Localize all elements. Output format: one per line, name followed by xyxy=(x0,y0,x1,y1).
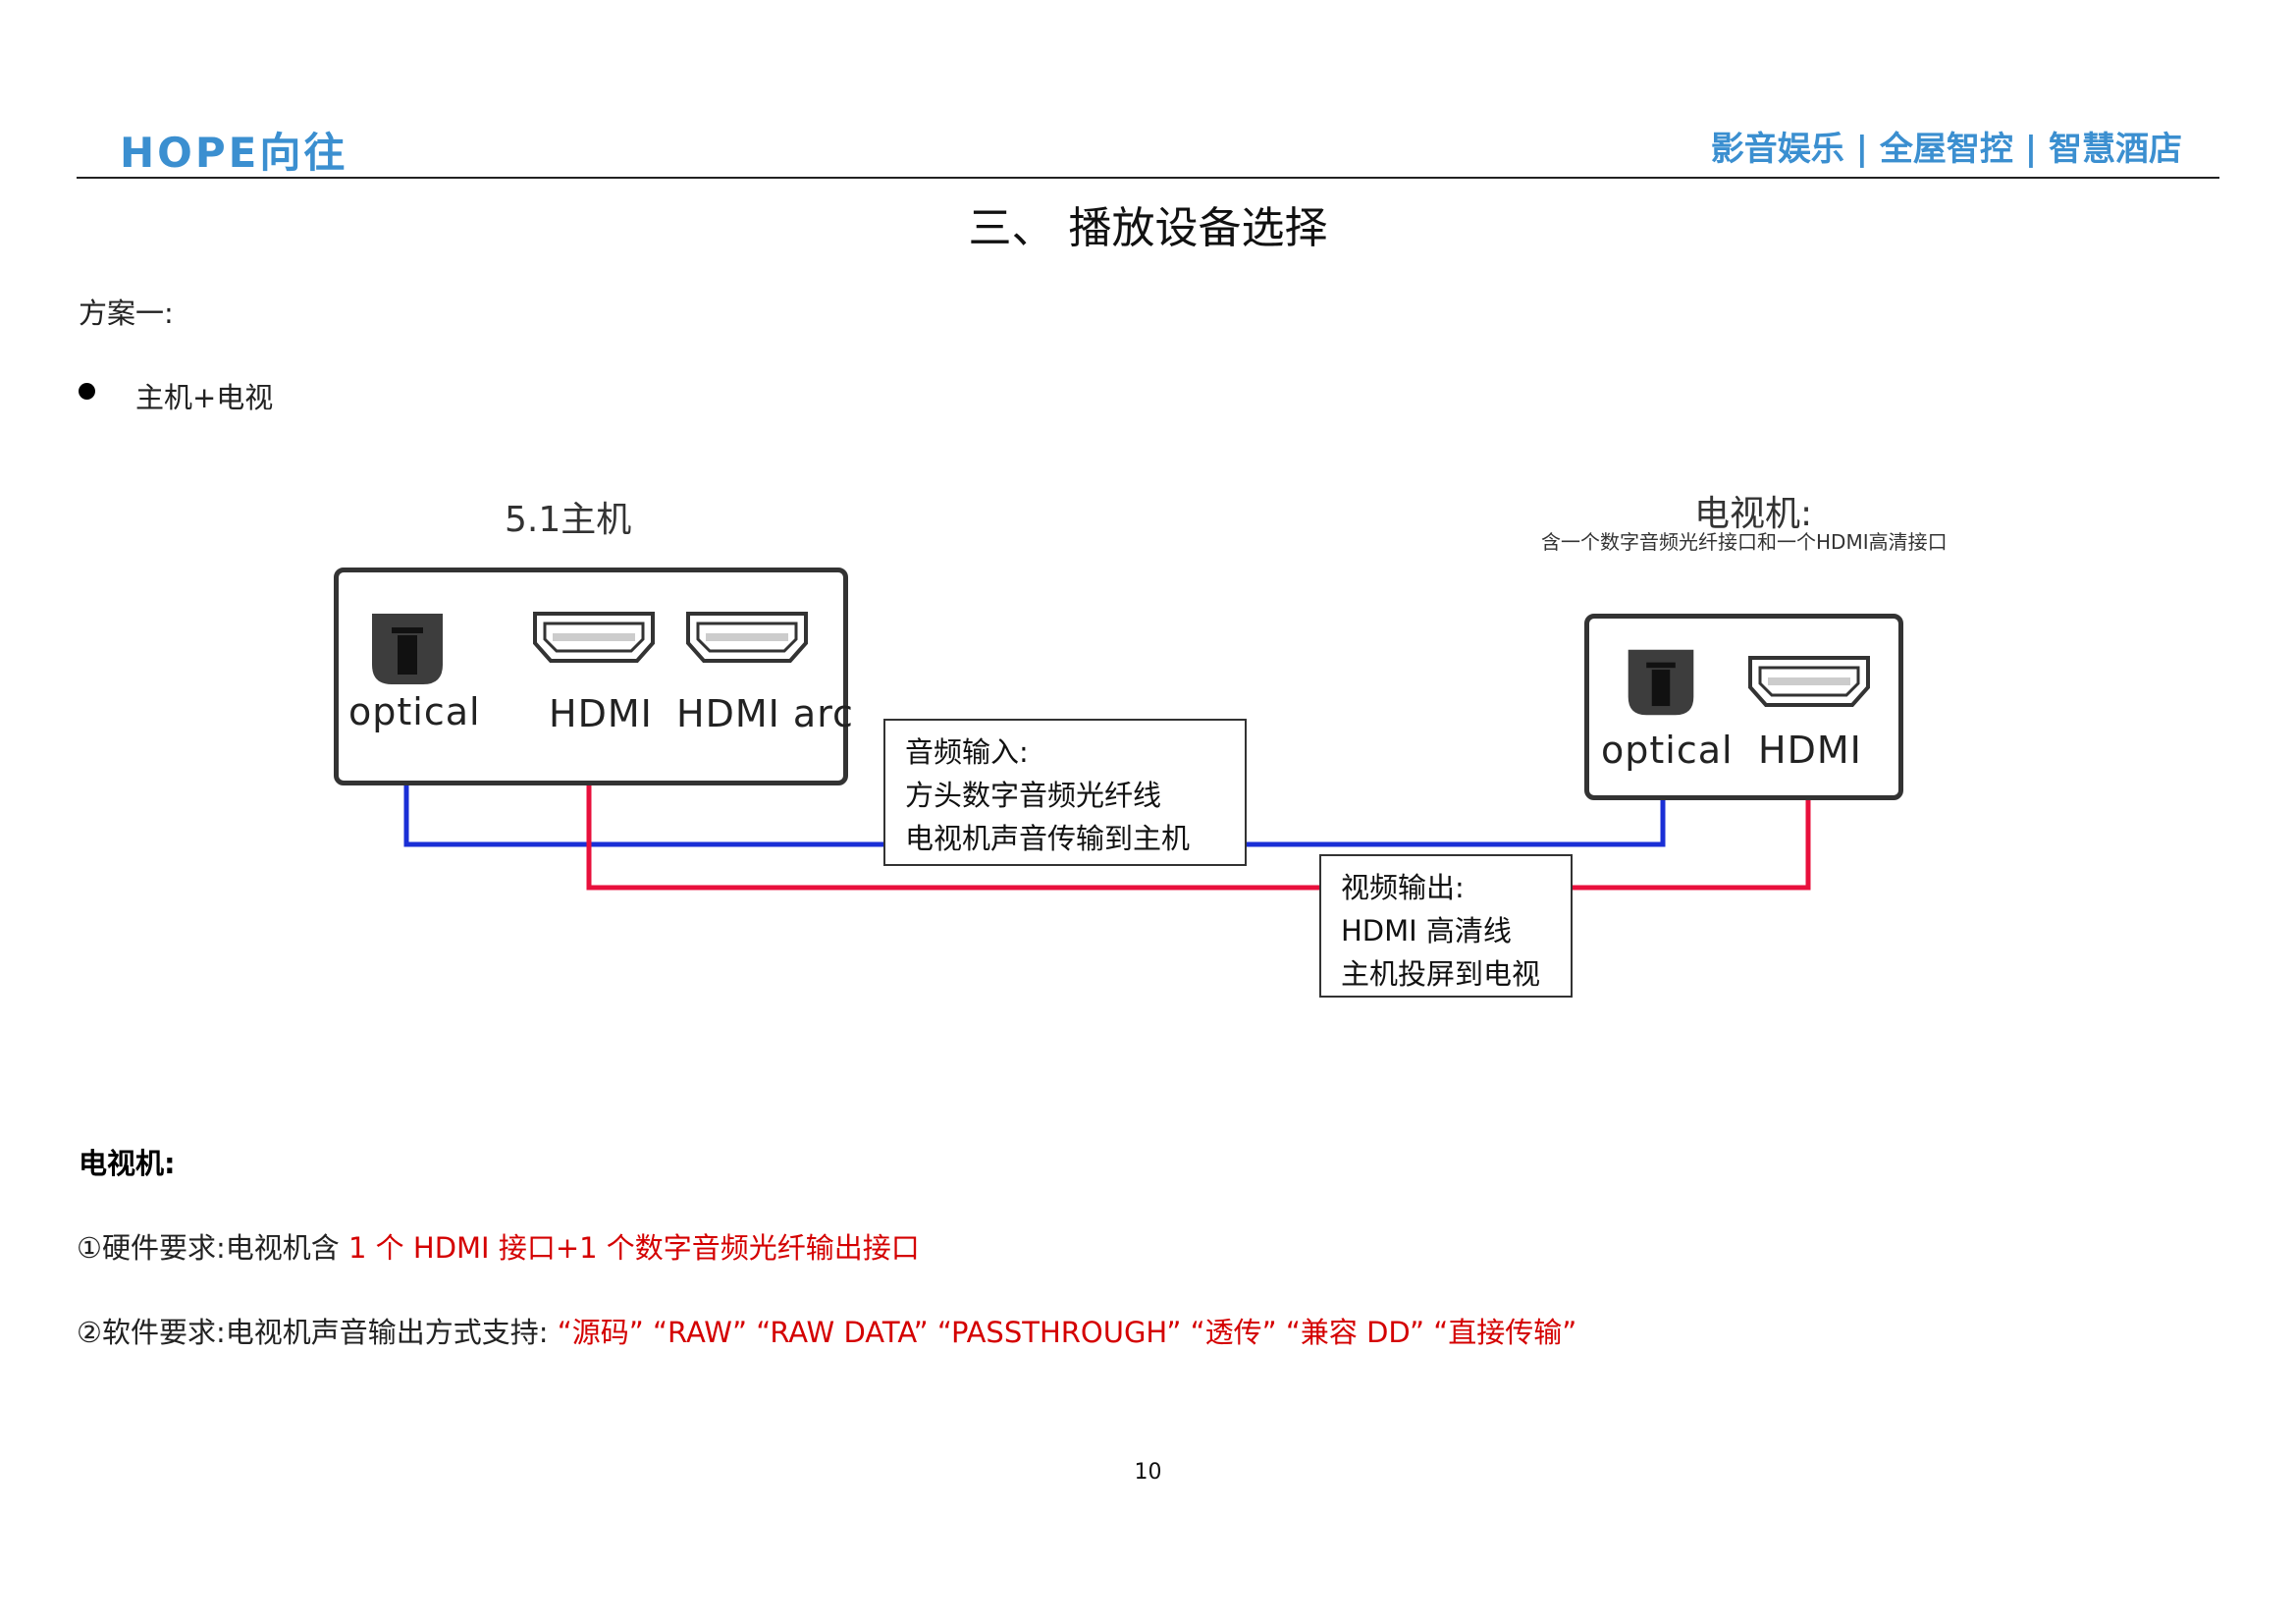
hardware-requirement: ①硬件要求:电视机含 1 个 HDMI 接口+1 个数字音频光纤输出接口 xyxy=(77,1225,920,1267)
tv-hdmi-port-icon xyxy=(1748,656,1870,707)
plan-label: 方案一: xyxy=(79,297,174,330)
host-hdmi-arc-label: HDMI arc xyxy=(676,692,854,735)
audio-callout-line-1: 音频输入: xyxy=(905,735,1029,769)
audio-callout-line-3: 电视机声音传输到主机 xyxy=(905,822,1191,855)
tv-title: 电视机: xyxy=(1694,494,1813,534)
software-requirement-prefix: ②软件要求:电视机声音输出方式支持: xyxy=(77,1316,558,1349)
video-callout-line-1: 视频输出: xyxy=(1341,871,1465,904)
page-number: 10 xyxy=(1134,1460,1162,1485)
header-slogan: 影音娱乐 | 全屋智控 | 智慧酒店 xyxy=(1710,130,2182,169)
software-requirement: ②软件要求:电视机声音输出方式支持: “源码” “RAW” “RAW DATA”… xyxy=(77,1310,1576,1351)
hdmi-port-icon xyxy=(533,612,655,663)
host-optical-label: optical xyxy=(348,690,481,733)
optical-port-icon xyxy=(372,614,443,684)
tv-section-heading: 电视机: xyxy=(79,1147,176,1180)
audio-input-callout: 音频输入: 方头数字音频光纤线 电视机声音传输到主机 xyxy=(883,719,1247,866)
hardware-requirement-prefix: ①硬件要求:电视机含 xyxy=(77,1231,348,1265)
section-title: 三、 播放设备选择 xyxy=(968,203,1328,253)
tv-device-box: optical HDMI xyxy=(1584,614,1903,800)
tv-subtitle: 含一个数字音频光纤接口和一个HDMI高清接口 xyxy=(1541,530,1948,554)
bullet-text: 主机+电视 xyxy=(135,381,274,414)
host-device-box: optical HDMI HDMI arc xyxy=(334,568,853,785)
hope-logo: HOPE向往 xyxy=(120,129,348,177)
header-divider xyxy=(77,177,2219,179)
video-hdmi-cable xyxy=(586,742,1811,891)
video-callout-line-3: 主机投屏到电视 xyxy=(1341,957,1541,991)
hardware-requirement-detail: 1 个 HDMI 接口+1 个数字音频光纤输出接口 xyxy=(348,1231,920,1265)
video-output-callout: 视频输出: HDMI 高清线 主机投屏到电视 xyxy=(1319,854,1573,998)
host-title: 5.1主机 xyxy=(505,500,632,540)
video-callout-line-2: HDMI 高清线 xyxy=(1341,914,1512,947)
host-hdmi-label: HDMI xyxy=(549,692,653,735)
bullet-icon xyxy=(79,383,95,400)
audio-callout-line-2: 方头数字音频光纤线 xyxy=(905,779,1162,812)
tv-optical-label: optical xyxy=(1601,729,1734,772)
tv-optical-port-icon xyxy=(1628,649,1694,716)
hdmi-arc-port-icon xyxy=(686,612,808,663)
tv-hdmi-label: HDMI xyxy=(1758,729,1862,772)
software-requirement-detail: “源码” “RAW” “RAW DATA” “PASSTHROUGH” “透传”… xyxy=(557,1316,1577,1349)
